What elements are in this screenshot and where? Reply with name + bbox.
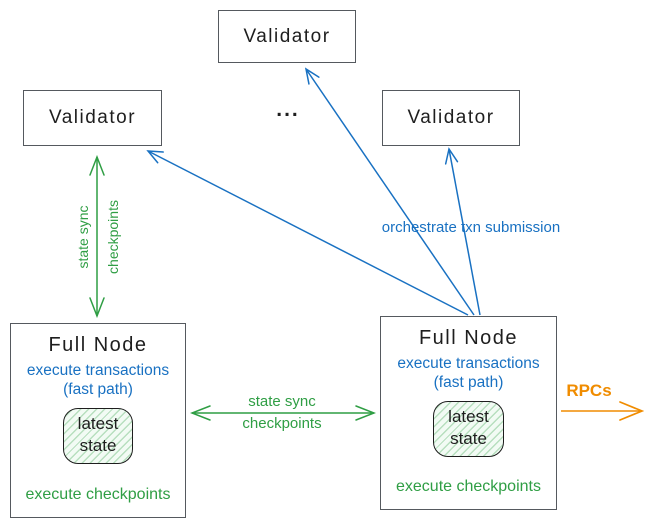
full-node-right-execute-checkpoints: execute checkpoints: [396, 478, 541, 495]
full-node-right-box: Full Node execute transactions (fast pat…: [380, 316, 557, 510]
latest-state-right-line1: latest: [448, 407, 489, 427]
state-sync-vertical-line1: state sync: [75, 205, 91, 269]
validator-top-box: Validator: [218, 10, 356, 63]
rpcs-label: RPCs: [566, 381, 612, 400]
validator-left-label: Validator: [48, 107, 137, 128]
latest-state-left-line1: latest: [77, 414, 119, 434]
state-sync-horizontal-line1: state sync: [248, 393, 316, 410]
full-node-left-box: Full Node execute transactions (fast pat…: [10, 323, 186, 518]
validator-right-box: Validator: [382, 90, 520, 146]
full-node-right-fast-path: (fast path): [433, 373, 504, 391]
state-sync-checkpoints-vertical-label: state sync checkpoints: [75, 174, 121, 300]
validator-right-label: Validator: [407, 107, 495, 128]
latest-state-left-line2: state: [79, 436, 117, 456]
latest-state-box-left: latest state: [62, 408, 134, 465]
validators-ellipsis: ...: [276, 98, 300, 121]
state-sync-horizontal-line2: checkpoints: [242, 415, 322, 432]
full-node-left-execute-transactions: execute transactions: [26, 362, 170, 379]
latest-state-right-line2: state: [450, 429, 487, 449]
full-node-right-execute-transactions: execute transactions: [397, 355, 540, 372]
validator-top-label: Validator: [243, 25, 331, 47]
full-node-right-title: Full Node: [418, 327, 519, 349]
latest-state-box-right: latest state: [433, 401, 504, 458]
full-node-left-title: Full Node: [48, 334, 148, 356]
orchestrate-txn-submission-label: orchestrate txn submission: [381, 219, 561, 236]
state-sync-vertical-line2: checkpoints: [105, 200, 121, 274]
full-node-left-fast-path: (fast path): [63, 380, 133, 398]
full-node-left-execute-checkpoints: execute checkpoints: [25, 486, 171, 503]
validator-left-box: Validator: [23, 90, 162, 146]
